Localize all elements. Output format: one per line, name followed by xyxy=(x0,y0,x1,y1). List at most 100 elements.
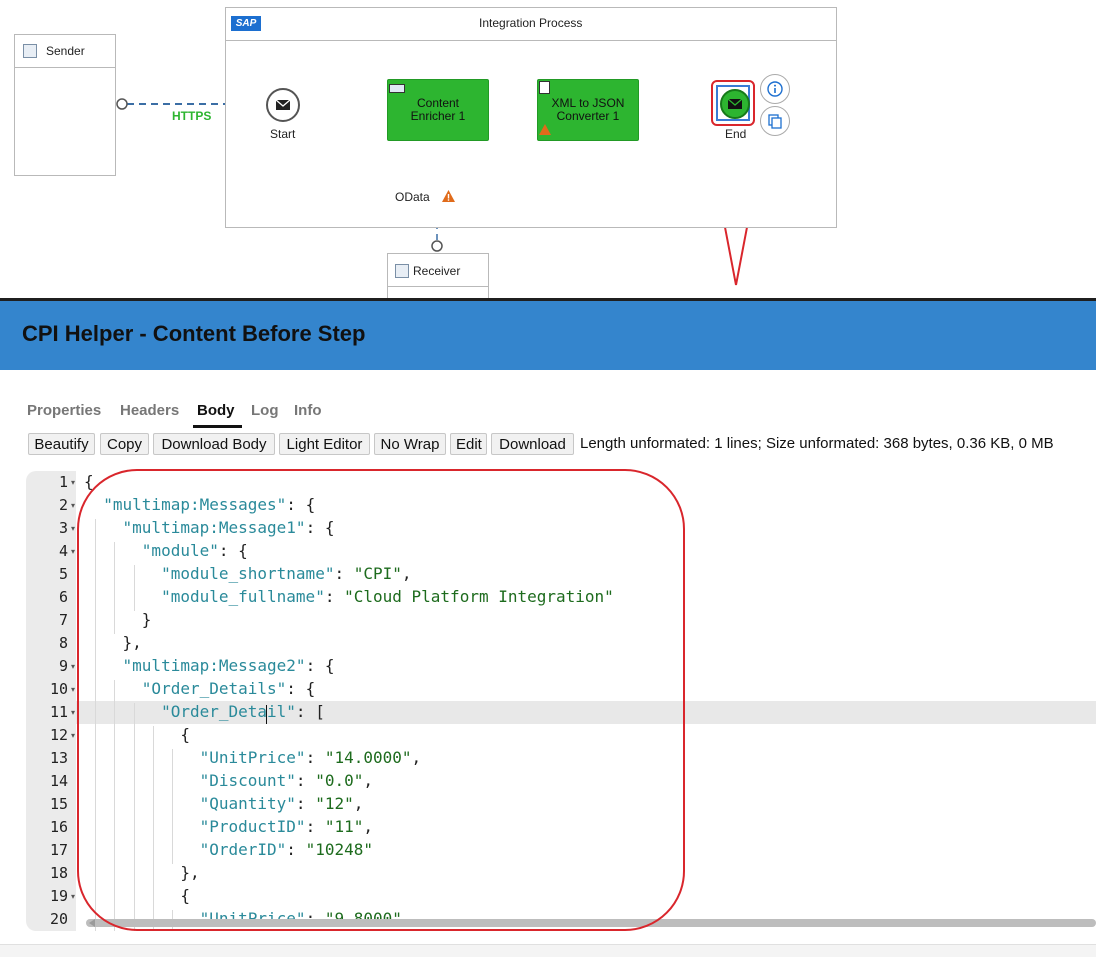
active-line-highlight xyxy=(76,701,1096,724)
line-number: 6 xyxy=(58,588,68,606)
dialog-header: CPI Helper - Content Before Step xyxy=(0,298,1096,370)
fold-toggle-icon[interactable]: ▾ xyxy=(71,662,76,671)
code-line: { xyxy=(84,886,190,905)
envelope-icon xyxy=(275,99,291,110)
sender-pool[interactable]: Sender xyxy=(14,34,116,176)
participant-icon xyxy=(23,44,37,58)
code-line: } xyxy=(84,610,152,629)
code-line: "module_shortname": "CPI", xyxy=(161,564,412,583)
code-line: "UnitPrice": "14.0000", xyxy=(199,748,422,767)
line-number: 10 xyxy=(49,680,68,698)
light-editor-button[interactable]: Light Editor xyxy=(279,433,370,455)
line-number-gutter xyxy=(26,471,76,931)
fold-toggle-icon[interactable]: ▾ xyxy=(71,547,76,556)
line-number: 14 xyxy=(49,772,68,790)
fold-toggle-icon[interactable]: ▾ xyxy=(71,708,76,717)
horizontal-scrollbar[interactable] xyxy=(86,919,1096,927)
line-number: 2 xyxy=(58,496,68,514)
code-line: }, xyxy=(84,633,142,652)
warning-icon xyxy=(442,190,455,202)
indent-guide xyxy=(133,565,135,611)
line-number: 1 xyxy=(58,473,68,491)
code-line: "multimap:Messages": { xyxy=(103,495,316,514)
envelope-icon xyxy=(728,99,742,109)
code-editor[interactable]: 1▾{2▾ "multimap:Messages": {3▾ "multimap… xyxy=(26,471,1096,931)
copy-icon xyxy=(768,114,782,129)
content-enricher-label: Content Enricher 1 xyxy=(410,96,466,123)
end-label: End xyxy=(725,127,747,141)
xml-to-json-converter-step[interactable]: XML to JSON Converter 1 xyxy=(537,79,639,141)
code-lines: 1▾{2▾ "multimap:Messages": {3▾ "multimap… xyxy=(26,471,1096,931)
line-number: 11 xyxy=(49,703,68,721)
text-cursor xyxy=(266,705,268,724)
start-label: Start xyxy=(270,127,296,141)
line-number: 20 xyxy=(49,910,68,928)
code-line: "ProductID": "11", xyxy=(199,817,373,836)
line-number: 3 xyxy=(58,519,68,537)
indent-guide xyxy=(152,726,154,931)
line-number: 19 xyxy=(49,887,68,905)
code-line: "Order_Details": { xyxy=(141,679,316,698)
code-line: "Quantity": "12", xyxy=(199,794,364,813)
beautify-button[interactable]: Beautify xyxy=(28,433,95,455)
code-line: "multimap:Message1": { xyxy=(122,518,335,537)
download-body-button[interactable]: Download Body xyxy=(153,433,275,455)
tab-headers[interactable]: Headers xyxy=(120,402,180,419)
sap-logo: SAP xyxy=(231,16,261,31)
code-line: { xyxy=(84,725,190,744)
indent-guide xyxy=(172,749,173,864)
xml-to-json-label: XML to JSON Converter 1 xyxy=(551,96,625,123)
fold-toggle-icon[interactable]: ▾ xyxy=(71,731,76,740)
active-tab-indicator xyxy=(193,425,242,428)
line-number: 15 xyxy=(49,795,68,813)
converter-icon xyxy=(539,81,550,94)
fold-toggle-icon[interactable]: ▾ xyxy=(71,501,76,510)
fold-toggle-icon[interactable]: ▾ xyxy=(71,524,76,533)
line-number: 5 xyxy=(58,565,68,583)
tab-log[interactable]: Log xyxy=(251,402,279,419)
receiver-label: Receiver xyxy=(413,264,461,278)
indent-guide xyxy=(133,703,135,931)
code-line: "module_fullname": "Cloud Platform Integ… xyxy=(161,587,614,606)
odata-label: OData xyxy=(395,190,430,204)
line-number: 12 xyxy=(49,726,68,744)
fold-toggle-icon[interactable]: ▾ xyxy=(71,685,76,694)
info-icon xyxy=(767,81,783,97)
tab-body[interactable]: Body xyxy=(197,402,235,419)
code-line: { xyxy=(84,472,94,491)
scroll-left-icon[interactable] xyxy=(88,918,96,928)
tab-properties[interactable]: Properties xyxy=(27,402,102,419)
copy-button[interactable]: Copy xyxy=(100,433,149,455)
code-line: "OrderID": "10248" xyxy=(199,840,373,859)
line-number: 18 xyxy=(49,864,68,882)
start-event[interactable] xyxy=(266,88,300,122)
line-number: 8 xyxy=(58,634,68,652)
edit-button[interactable]: Edit xyxy=(450,433,487,455)
indent-guide xyxy=(114,680,116,931)
line-number: 4 xyxy=(58,542,68,560)
receiver-pool[interactable]: Receiver xyxy=(387,253,489,298)
process-title: Integration Process xyxy=(479,16,583,30)
receiver-pool-header: Receiver xyxy=(388,254,488,287)
download-button[interactable]: Download xyxy=(491,433,574,455)
info-button[interactable] xyxy=(760,74,790,104)
end-event[interactable] xyxy=(720,89,750,119)
participant-icon xyxy=(395,264,409,278)
code-line: "Discount": "0.0", xyxy=(199,771,373,790)
indent-guide xyxy=(114,542,116,634)
no-wrap-button[interactable]: No Wrap xyxy=(374,433,446,455)
size-info-text: Length unformated: 1 lines; Size unforma… xyxy=(580,435,1054,452)
process-header: SAP Integration Process xyxy=(226,8,836,41)
https-label: HTTPS xyxy=(172,109,212,123)
fold-toggle-icon[interactable]: ▾ xyxy=(71,478,76,487)
end-event-highlight xyxy=(711,80,755,126)
code-line: }, xyxy=(84,863,200,882)
line-number: 16 xyxy=(49,818,68,836)
indent-guide xyxy=(95,519,97,931)
copy-step-button[interactable] xyxy=(760,106,790,136)
line-number: 7 xyxy=(58,611,68,629)
sender-label: Sender xyxy=(46,44,85,58)
line-number: 13 xyxy=(49,749,68,767)
fold-toggle-icon[interactable]: ▾ xyxy=(71,892,76,901)
tab-info[interactable]: Info xyxy=(294,402,322,419)
